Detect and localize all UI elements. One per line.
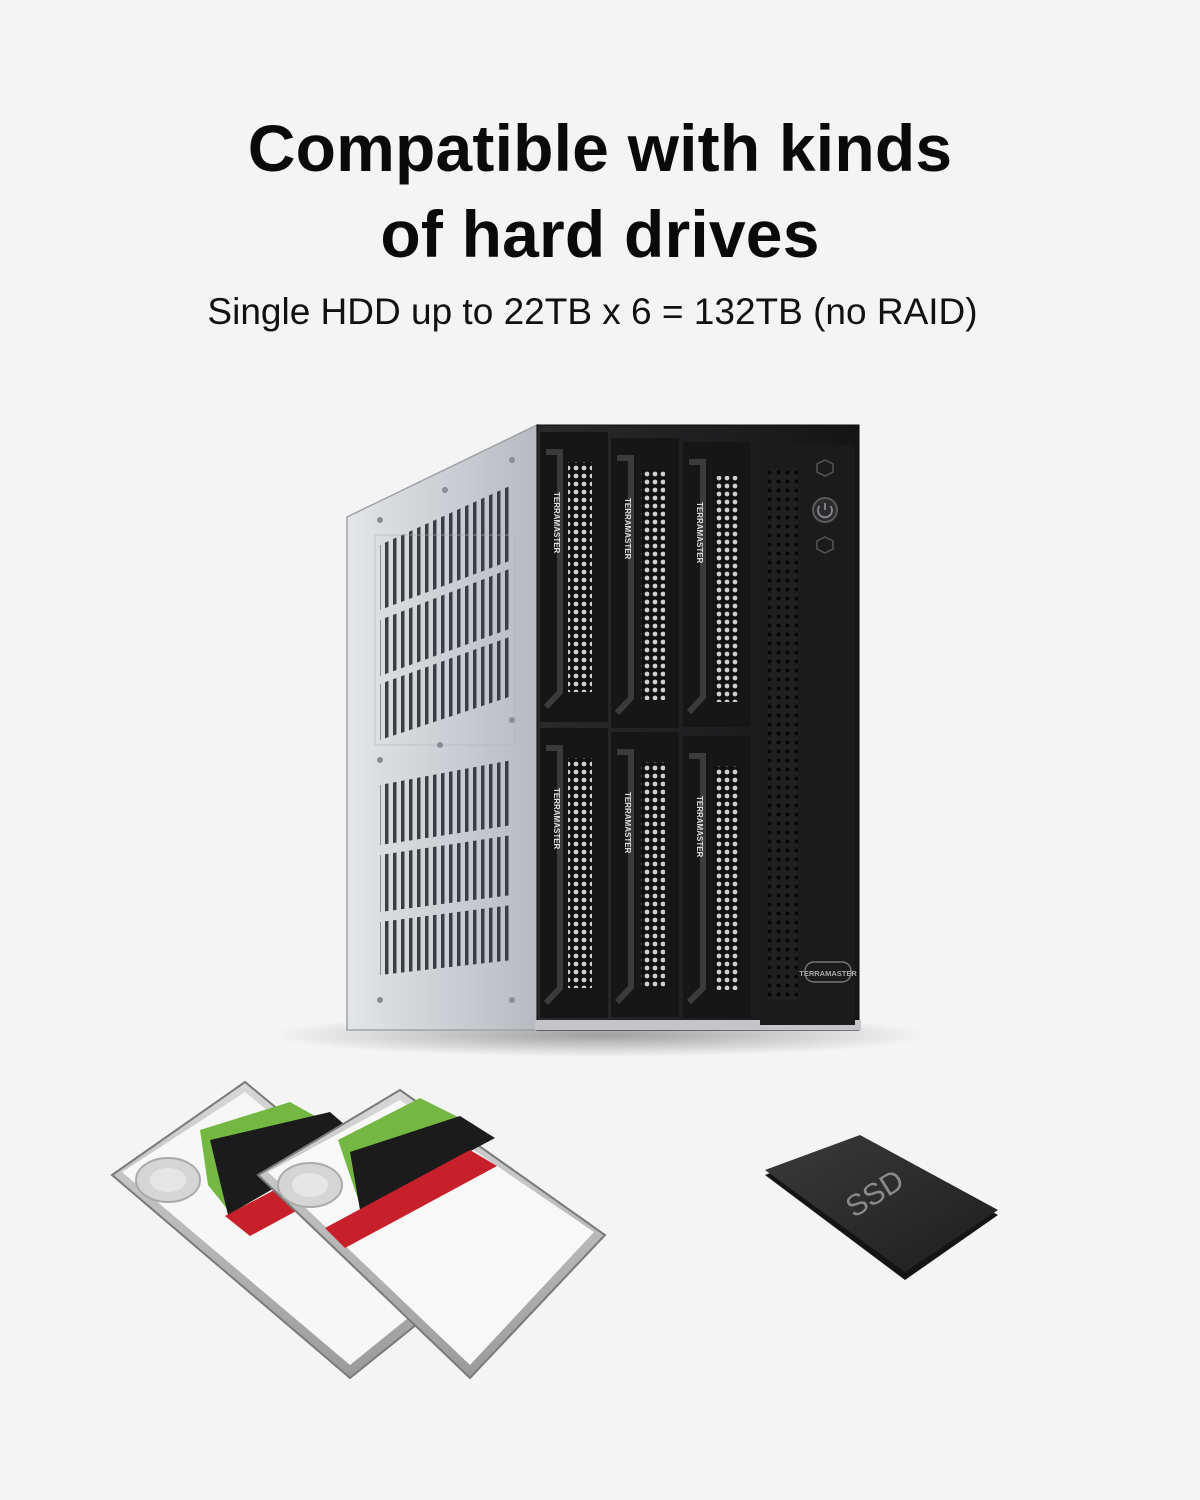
disk-led-icon: [816, 536, 834, 554]
drive-enclosure: TERRAMASTER TERRAMASTER TERRAMASTER TERR…: [346, 423, 861, 1031]
side-screws: [377, 457, 515, 1003]
brand-badge-text: TERRAMASTER: [799, 969, 857, 978]
status-led-icon: [816, 459, 834, 477]
bay-label: TERRAMASTER: [695, 796, 704, 858]
drive-bays: TERRAMASTER TERRAMASTER TERRAMASTER TERR…: [540, 432, 751, 1018]
brand-badge: [804, 961, 852, 983]
bay-label: TERRAMASTER: [552, 492, 561, 554]
capacity-subline: Single HDD up to 22TB x 6 = 132TB (no RA…: [207, 291, 978, 332]
headline-line-2: of hard drives: [380, 197, 820, 271]
bay-label: TERRAMASTER: [695, 502, 704, 564]
side-vents-upper: [374, 485, 516, 746]
bay-label: TERRAMASTER: [623, 792, 632, 854]
drive-bay-2[interactable]: TERRAMASTER: [611, 438, 679, 728]
drive-bay-3[interactable]: TERRAMASTER: [683, 442, 751, 727]
enclosure-bottom-rim: [535, 1020, 861, 1030]
hdd-drive-2: [256, 1088, 607, 1380]
headline-line-1: Compatible with kinds: [247, 111, 953, 185]
bay-label: TERRAMASTER: [623, 498, 632, 560]
drive-bay-5[interactable]: TERRAMASTER: [611, 732, 679, 1017]
front-vent-mesh: [768, 470, 798, 1000]
headline: Compatible with kinds of hard drives: [0, 105, 1200, 277]
side-vents-lower: [380, 760, 512, 975]
ssd-drive: SSD: [765, 1135, 998, 1280]
bay-label: TERRAMASTER: [552, 788, 561, 850]
power-icon: [817, 503, 833, 519]
drive-bay-1[interactable]: TERRAMASTER: [540, 432, 608, 722]
drive-bay-4[interactable]: TERRAMASTER: [540, 728, 608, 1018]
drive-bay-6[interactable]: TERRAMASTER: [683, 736, 751, 1018]
